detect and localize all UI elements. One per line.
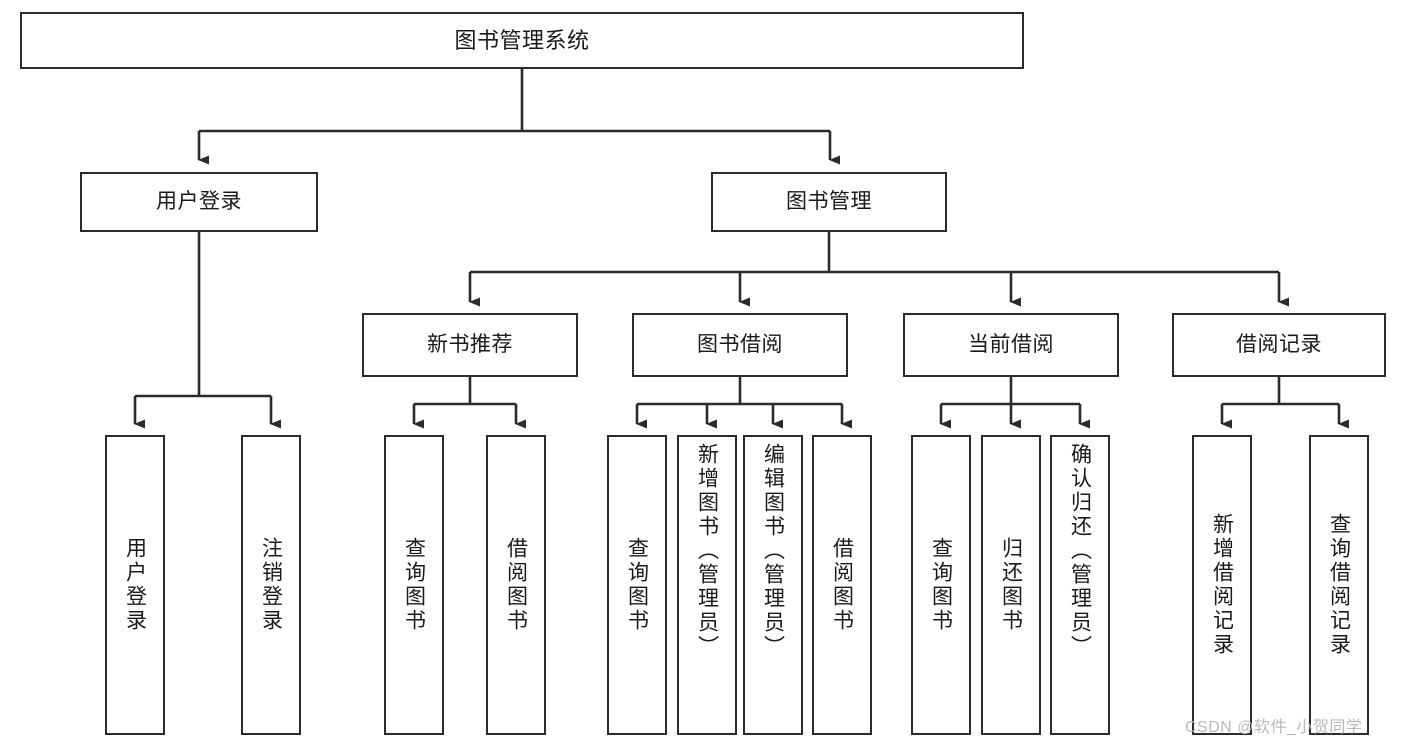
node-new-book-recommend[interactable]: 新书推荐 — [362, 313, 578, 377]
node-label: 新增图书（管理员） — [695, 443, 719, 659]
node-label: 查询图书 — [625, 537, 649, 633]
node-label: 新增借阅记录 — [1210, 513, 1234, 657]
leaf-borrow-edit-book-admin[interactable]: 编辑图书（管理员） — [743, 435, 803, 735]
node-label: 归还图书 — [999, 537, 1023, 633]
node-user-login[interactable]: 用户登录 — [80, 172, 318, 232]
node-book-borrow[interactable]: 图书借阅 — [632, 313, 848, 377]
node-label: 查询借阅记录 — [1327, 513, 1351, 657]
node-book-management[interactable]: 图书管理 — [711, 172, 947, 232]
leaf-user-login-login[interactable]: 用户登录 — [105, 435, 165, 735]
leaf-record-query-record[interactable]: 查询借阅记录 — [1309, 435, 1369, 735]
node-current-borrow[interactable]: 当前借阅 — [903, 313, 1119, 377]
node-label: 当前借阅 — [968, 333, 1054, 357]
node-label: 新书推荐 — [427, 333, 513, 357]
node-label: 注销登录 — [259, 537, 283, 633]
node-label: 图书借阅 — [697, 333, 783, 357]
leaf-borrow-query-book[interactable]: 查询图书 — [607, 435, 667, 735]
leaf-recommend-query-book[interactable]: 查询图书 — [384, 435, 444, 735]
node-label: 图书管理 — [786, 190, 872, 214]
node-label: 图书管理系统 — [454, 27, 590, 53]
leaf-recommend-borrow-book[interactable]: 借阅图书 — [486, 435, 546, 735]
node-root-system[interactable]: 图书管理系统 — [20, 12, 1024, 69]
node-label: 查询图书 — [402, 537, 426, 633]
node-label: 用户登录 — [156, 190, 242, 214]
node-borrow-record[interactable]: 借阅记录 — [1172, 313, 1386, 377]
node-label: 查询图书 — [929, 537, 953, 633]
leaf-current-confirm-return-admin[interactable]: 确认归还（管理员） — [1050, 435, 1110, 735]
csdn-watermark: CSDN @软件_小贺同学 — [1185, 719, 1363, 736]
leaf-borrow-borrow-book[interactable]: 借阅图书 — [812, 435, 872, 735]
leaf-current-query-book[interactable]: 查询图书 — [911, 435, 971, 735]
node-label: 确认归还（管理员） — [1068, 443, 1092, 659]
node-label: 借阅记录 — [1236, 333, 1322, 357]
node-label: 借阅图书 — [504, 537, 528, 633]
leaf-borrow-add-book-admin[interactable]: 新增图书（管理员） — [677, 435, 737, 735]
leaf-current-return-book[interactable]: 归还图书 — [981, 435, 1041, 735]
leaf-user-login-logout[interactable]: 注销登录 — [241, 435, 301, 735]
node-label: 借阅图书 — [830, 537, 854, 633]
node-label: 用户登录 — [123, 537, 147, 633]
leaf-record-add-record[interactable]: 新增借阅记录 — [1192, 435, 1252, 735]
node-label: 编辑图书（管理员） — [761, 443, 785, 659]
